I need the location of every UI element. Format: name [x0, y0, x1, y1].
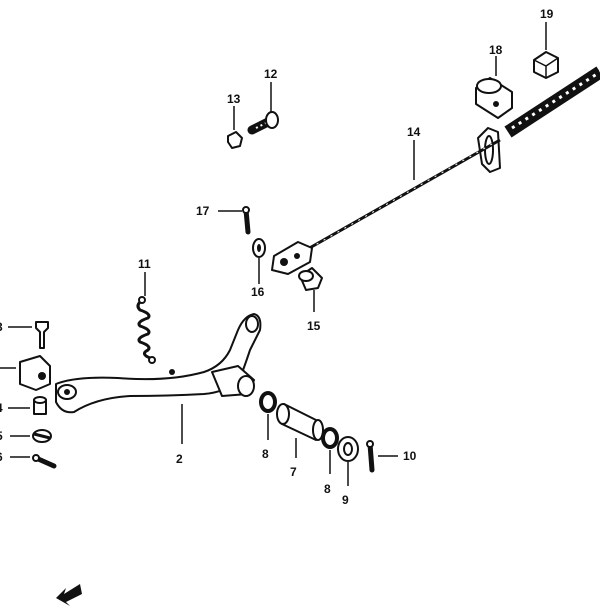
callout-4: 4	[0, 401, 3, 415]
part-18-adjuster	[475, 77, 513, 119]
part-4-bushing	[33, 396, 47, 415]
part-19-nut	[533, 51, 559, 79]
callout-6: 6	[0, 450, 3, 464]
part-8-o-ring-b	[321, 427, 339, 449]
part-6-cotter-pin	[32, 454, 57, 469]
part-2-brake-pedal	[55, 313, 262, 414]
callout-19: 19	[540, 7, 554, 21]
part-16-washer	[252, 238, 266, 258]
part-13-nut	[227, 131, 243, 149]
part-17-cotter-pin	[242, 206, 251, 235]
callout-14: 14	[407, 125, 421, 139]
callout-17: 17	[196, 204, 210, 218]
part-10-cotter-pin	[366, 440, 375, 473]
callout-7: 7	[290, 465, 297, 479]
callout-10: 10	[403, 449, 417, 463]
callout-5: 5	[0, 429, 3, 443]
callout-2: 2	[176, 452, 183, 466]
part-11-return-spring	[136, 296, 156, 364]
callout-11: 11	[138, 257, 151, 271]
callout-13: 13	[227, 92, 241, 106]
part-9-washer	[337, 436, 359, 462]
callout-15: 15	[307, 319, 321, 333]
part-3-bolt	[35, 321, 49, 349]
callout-3: 3	[0, 320, 3, 334]
part-14-brake-cable	[271, 66, 600, 275]
part-pivot-bracket	[19, 355, 51, 391]
callout-9: 9	[342, 493, 349, 507]
callout-8a: 8	[262, 447, 269, 461]
part-7-sleeve	[276, 403, 324, 441]
callout-16: 16	[251, 285, 265, 299]
callout-18: 18	[489, 43, 503, 57]
part-5-spring-washer	[32, 429, 52, 443]
part-12-bolt	[247, 111, 279, 135]
part-15-clevis-pin	[298, 267, 323, 291]
front-arrow-icon	[56, 584, 82, 606]
callout-12: 12	[264, 67, 278, 81]
callout-8b: 8	[324, 482, 331, 496]
part-8-o-ring-a	[259, 391, 277, 413]
